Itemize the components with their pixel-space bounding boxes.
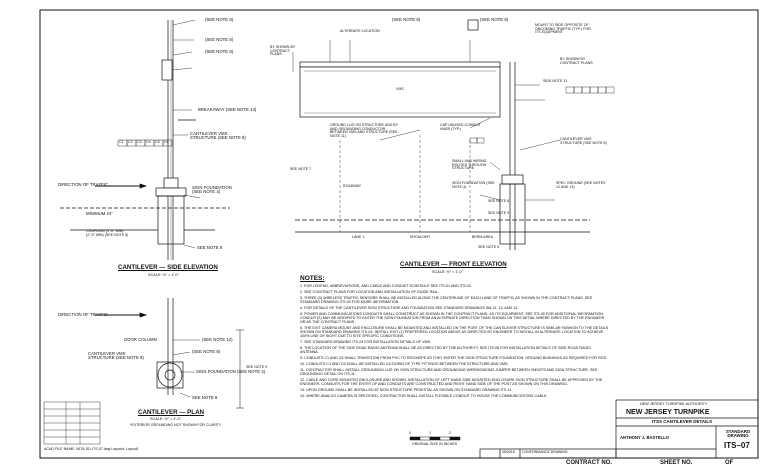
front-spec-ground: SPEC GROUND (SEE NOTES 12 AND 13) — [556, 181, 606, 189]
side-code-c4: C4 — [146, 140, 151, 144]
front-elevation-drawing — [292, 19, 590, 250]
engineer-name: ANTHONY J. BASTELLO — [620, 435, 670, 440]
plan-see-note-8: (SEE NOTE 8) — [192, 349, 221, 354]
scale-tick-0: 0 — [409, 431, 411, 435]
side-callout-breakaway: BREAKAWAY (SEE NOTE 13) — [198, 107, 257, 112]
side-elevation-title: CANTILEVER — SIDE ELEVATION — [118, 264, 218, 271]
note-item: 9. CONDUITS C1 AND C6 SHALL TRANSITION F… — [300, 356, 608, 360]
side-equipment-codes — [117, 139, 173, 147]
plan-direction-of-traffic: DIRECTION OF TRAFFIC — [58, 312, 109, 317]
front-see-note-7: SEE NOTE 7 — [290, 167, 312, 171]
note-item: 14. WHERE ANALOG CAMERA IS SPECIFIED, CO… — [300, 394, 548, 398]
revision-text: CONFORMANCE DRAWING — [522, 450, 568, 454]
front-lane-1: LANE 1 — [352, 235, 365, 239]
front-vms-label: VMS — [396, 87, 404, 91]
side-callout-foundation: SIGN FOUNDATION (SEE NOTE 4) — [192, 185, 232, 195]
side-callout-2: (SEE NOTE 8) — [205, 37, 234, 42]
side-see-note-9: SEE NOTE 9 — [197, 245, 223, 250]
note-item: 3. THREE (3) WIRELESS TRAFFIC SENSORS SH… — [300, 296, 593, 304]
side-minimum-24: MINIMUM 24" — [86, 211, 113, 216]
plan-subtitle: *EXTERIOR GROUNDING NOT SHOWN FOR CLARIT… — [130, 423, 222, 427]
front-alternate-location: ALTERNATE LOCATION — [340, 29, 380, 33]
plan-scale: SCALE: ½" = 1'-0" — [150, 417, 181, 421]
turnpike-name: NEW JERSEY TURNPIKE — [626, 409, 710, 416]
title-block-frame — [479, 399, 759, 459]
side-code-c5: C5 — [155, 140, 160, 144]
plan-sign-foundation: SIGN FOUNDATION (SEE NOTE 4) — [196, 369, 266, 374]
sheet-no-label: SHEET NO. — [660, 460, 693, 466]
contract-no-label: CONTRACT NO. — [566, 460, 612, 466]
front-shoulder: SHOULDER — [410, 235, 430, 239]
side-elevation-drawing — [60, 19, 230, 260]
revision-date: 05/2018 — [502, 450, 515, 454]
front-side-note-11: SIDE NOTE 11 — [543, 79, 568, 83]
front-structure: CANTILEVER VMS STRUCTURE (SEE NOTE 8) — [560, 137, 607, 145]
drawing-title: ITSS CANTILEVER DETAILS — [652, 419, 713, 424]
file-path: ACAD FILE NAME: NJTA-SD-ITS-07.dwg Layou… — [44, 447, 139, 451]
front-see-note-5: SEE NOTE 5 — [478, 245, 500, 249]
scale-tick-2: 2 — [449, 431, 451, 435]
plan-door-column: DOOR COLUMN — [124, 337, 157, 342]
front-shown-by-plans-a: BY SHOWN BY CONTRACT PLANS — [270, 45, 296, 57]
front-callout-note8-b: (SEE NOTE 8) — [480, 17, 509, 22]
note-item: 1. FOR LEGEND, ABBREVIATIONS, AND CABLE … — [300, 284, 472, 288]
standard-drawing-label: STANDARD DRAWING — [725, 429, 751, 439]
note-item: 6. THE EXIT CAMERA MOUNT AND ENCLOSURE S… — [300, 326, 609, 338]
front-see-note-8: SEE NOTE 8 — [488, 199, 510, 203]
side-elevation-scale: SCALE: ½" = 1'-0" — [148, 273, 179, 277]
note-item: 11. CONTRACTOR SHALL INSTALL GROUNDING L… — [300, 368, 598, 376]
plan-see-note-9-a: SEE NOTE 9 — [192, 395, 218, 400]
note-item: 12. CABLE AND CORE MOUNTED ENCLOSURE AND… — [300, 378, 603, 386]
note-item: 4. FOR DETAILS OF THE CANTILEVER SIGN ST… — [300, 306, 519, 310]
note-item: 7. SEE STANDARD DRAWING ITS-04 FOR INSTA… — [300, 340, 432, 344]
note-item: 2. SEE CONTRACT PLANS FOR LOCATION AND I… — [300, 290, 439, 294]
side-code-c1: C1 — [119, 140, 124, 144]
plan-drawing — [95, 298, 244, 409]
plan-cantilever-structure: CANTILEVER VMS STRUCTURE (SEE NOTE 8) — [88, 351, 144, 361]
note-item: 5. POWER AND COMMUNICATIONS CONDUITS SHA… — [300, 312, 605, 324]
front-mount-note: MOUNT TO SIDE OPPOSITE OF ONCOMING TRAFF… — [535, 23, 591, 35]
front-roadway: ROADWAY — [343, 184, 362, 188]
front-berm-area: BERM AREA — [472, 235, 493, 239]
front-elevation-scale: SCALE: ½" = 1'-0" — [432, 270, 463, 274]
front-cap-unused: CAP UNUSED CONDUIT HUBS (TYP.) — [440, 123, 481, 131]
plan-see-note-9-b: SEE NOTE 9 — [246, 365, 268, 369]
side-code-c3: C3 — [137, 140, 142, 144]
front-shown-by-plans-b: BY SHOWN BY CONTRACT PLANS — [560, 57, 593, 65]
side-code-c6: C6 — [164, 140, 169, 144]
note-item: 8. THE LOCATION OF THE SIDE ROAD RADIO A… — [300, 346, 592, 354]
side-code-c2: C2 — [128, 140, 133, 144]
notes-list: 1. FOR LEGEND, ABBREVIATIONS, AND CABLE … — [300, 284, 610, 400]
authority-name: NEW JERSEY TURNPIKE AUTHORITY — [640, 402, 708, 406]
scale-bar-graphic — [409, 436, 461, 441]
side-callout-3: (SEE NOTE 8) — [205, 49, 234, 54]
front-see-note-9: SEE NOTE 9 — [488, 211, 510, 215]
scale-bar-label: ORIGINAL SIZE IN INCHES — [412, 442, 458, 446]
notes-heading: NOTES: — [300, 275, 325, 282]
front-equipment-codes — [469, 86, 615, 144]
sheet-id: ITS–07 — [724, 441, 750, 450]
note-item: 13. UPON GROUND SHALL BE INSTALLED AT SI… — [300, 388, 513, 392]
plan-title: CANTILEVER — PLAN — [138, 409, 205, 416]
front-small-wiring: SMALL AND WIRING ROUTED THROUGH STRUCTUR… — [452, 159, 487, 171]
approvals-table — [43, 401, 101, 445]
of-label: OF — [725, 460, 734, 466]
scale-tick-1: 1 — [429, 431, 431, 435]
front-elevation-title: CANTILEVER — FRONT ELEVATION — [400, 261, 507, 268]
side-coupling: COUPLING (1"-0" MIN) (2"-0" MIN) (SEE NO… — [86, 229, 129, 237]
side-callout-structure: CANTILEVER VMS STRUCTURE (SEE NOTE 8) — [190, 131, 246, 141]
side-callout-1: (SEE NOTE 8) — [205, 17, 234, 22]
front-sign-foundation: SIGN FOUNDATION (SEE NOTE 4) — [452, 181, 495, 189]
note-item: 10. CONDUITS C1 AND C6 SHALL BE INSTALLE… — [300, 362, 509, 366]
sheet-border — [39, 9, 759, 459]
side-direction-of-traffic: DIRECTION OF TRAFFIC — [58, 182, 109, 187]
plan-see-note-12: (SEE NOTE 12) — [202, 337, 233, 342]
front-ground-lug: GROUND LUG ON STRUCTURE AND BY AND GROUN… — [330, 123, 399, 138]
front-callout-note8-a: (SEE NOTE 8) — [392, 17, 421, 22]
